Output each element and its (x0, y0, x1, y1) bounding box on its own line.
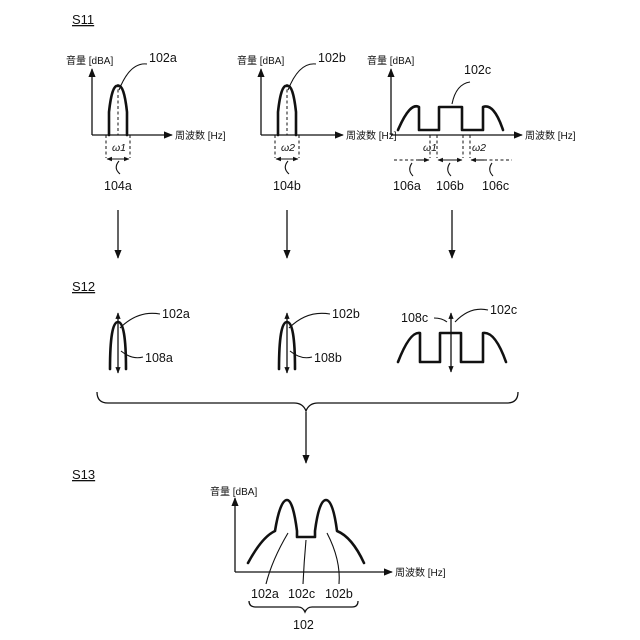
step-label-s12: S12 (72, 279, 95, 294)
leader-104a (116, 161, 120, 174)
leader-102c (303, 540, 306, 584)
ref-106b: 106b (436, 179, 464, 193)
x-axis-label: 周波数 [Hz] (525, 129, 576, 142)
ref-102b: 102b (325, 587, 353, 601)
omega1-label: ω1 (423, 142, 437, 154)
leader-106c (490, 163, 493, 176)
leader-108b (290, 351, 312, 358)
ref-102b: 102b (318, 51, 346, 65)
ref-106a: 106a (393, 179, 421, 193)
sound-curve-102c (398, 333, 506, 362)
s11-panel-a: 音量 [dBA] 周波数 [Hz] ω1 104a 102a (66, 51, 226, 193)
combined-sound-curve (248, 500, 364, 563)
s11-panel-c: 音量 [dBA] 周波数 [Hz] ω1 ω2 106a 106b 106c 1… (367, 54, 576, 193)
ref-102c: 102c (490, 303, 517, 317)
ref-102c: 102c (288, 587, 315, 601)
leader-102b (327, 533, 339, 584)
omega2-label: ω2 (472, 142, 486, 154)
leader-102b (289, 313, 330, 328)
leader-108a (121, 351, 143, 358)
combine-brace (97, 392, 518, 411)
step-label-s11: S11 (72, 12, 94, 27)
ref-104a: 104a (104, 179, 132, 193)
s12-panel-c: 108c 102c (398, 303, 517, 372)
sound-curve-102a (109, 86, 127, 135)
sound-curve-102c (398, 106, 503, 130)
omega1-label: ω1 (112, 142, 126, 154)
y-axis-label: 音量 [dBA] (367, 54, 414, 67)
x-axis-label: 周波数 [Hz] (175, 129, 226, 142)
ref-104b: 104b (273, 179, 301, 193)
leader-102c (452, 82, 470, 104)
step-label-s13: S13 (72, 467, 95, 482)
x-axis-label: 周波数 [Hz] (395, 566, 446, 579)
omega2-label: ω2 (281, 142, 295, 154)
group-brace-102 (249, 601, 358, 612)
ref-102b: 102b (332, 307, 360, 321)
sound-curve-102b (278, 86, 296, 135)
y-axis-label: 音量 [dBA] (237, 54, 284, 67)
ref-106c: 106c (482, 179, 509, 193)
s11-panel-b: 音量 [dBA] 周波数 [Hz] ω2 104b 102b (237, 51, 397, 193)
leader-102c (455, 309, 488, 322)
leader-104b (285, 161, 289, 174)
s12-panel-a: 102a 108a (110, 307, 190, 373)
ref-102a: 102a (251, 587, 279, 601)
y-axis-label: 音量 [dBA] (66, 54, 113, 67)
leader-102a (120, 313, 160, 328)
ref-102a: 102a (162, 307, 190, 321)
ref-102c: 102c (464, 63, 491, 77)
leader-102b (288, 64, 316, 90)
leader-108c (434, 318, 447, 322)
ref-108b: 108b (314, 351, 342, 365)
leader-102a (266, 533, 288, 584)
leader-106a (410, 163, 413, 176)
ref-102: 102 (293, 618, 314, 632)
leader-106b (448, 163, 451, 176)
s12-panel-b: 102b 108b (279, 307, 360, 373)
x-axis-label: 周波数 [Hz] (346, 129, 397, 142)
leader-102a (119, 64, 147, 90)
ref-102a: 102a (149, 51, 177, 65)
y-axis-label: 音量 [dBA] (210, 485, 257, 498)
s13-panel: 音量 [dBA] 周波数 [Hz] 102a 102c 102b 102 (210, 485, 446, 632)
ref-108a: 108a (145, 351, 173, 365)
ref-108c: 108c (401, 311, 428, 325)
